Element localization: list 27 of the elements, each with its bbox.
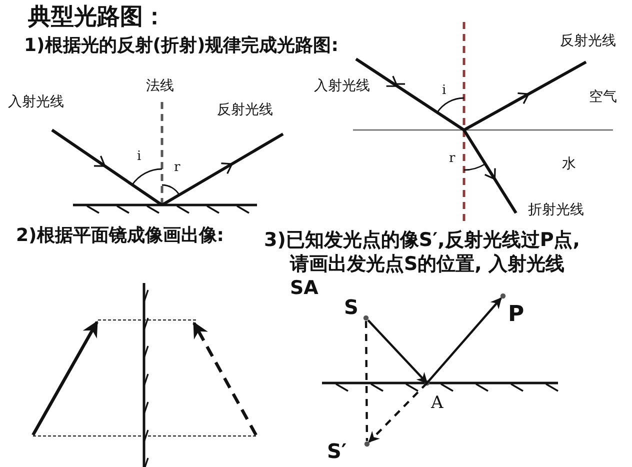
point-dot <box>500 293 506 299</box>
point-label: A <box>431 394 444 414</box>
point-label: S′ <box>327 440 347 463</box>
angle-label: r <box>174 161 180 176</box>
heading: 2)根据平面镜成像画出像: <box>16 226 224 247</box>
medium-label: 水 <box>562 156 576 172</box>
dashed-line <box>364 321 368 441</box>
point-dot <box>363 315 369 321</box>
ray-label: 反射光线 <box>560 33 616 50</box>
light-ray <box>367 319 428 384</box>
ray-label: 入射光线 <box>314 78 370 94</box>
point-label: S <box>344 296 358 319</box>
point-dot <box>364 441 370 447</box>
ray-label: 折射光线 <box>528 202 584 218</box>
instruction-text: 3)已知发光点的像S′,反射光线过P点,请画出发光点S的位置, 入射光线SA <box>264 228 581 299</box>
title: 典型光路图： <box>28 4 166 30</box>
angle-label: i <box>137 150 142 165</box>
angle-label: r <box>449 152 456 167</box>
point-label: P <box>508 302 524 328</box>
ray-label: 入射光线 <box>8 94 64 110</box>
normal-label: 法线 <box>146 78 174 94</box>
ray-label: 反射光线 <box>217 102 273 118</box>
medium-label: 空气 <box>589 89 617 106</box>
light-ray <box>426 297 502 384</box>
heading: 1)根据光的反射(折射)规律完成光路图: <box>24 36 338 57</box>
angle-label: i <box>442 84 446 99</box>
dashed-line <box>368 382 428 443</box>
